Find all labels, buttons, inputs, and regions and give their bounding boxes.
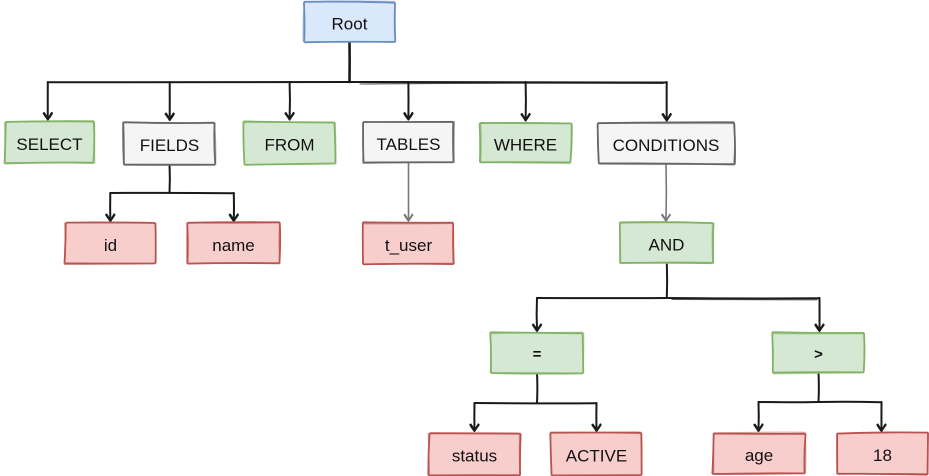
svg-text:>: >	[814, 346, 823, 363]
svg-text:age: age	[745, 446, 773, 465]
svg-text:id: id	[104, 236, 117, 255]
svg-text:TABLES: TABLES	[377, 135, 441, 154]
svg-text:CONDITIONS: CONDITIONS	[613, 136, 720, 155]
svg-text:=: =	[533, 346, 542, 363]
svg-text:t_user: t_user	[385, 236, 433, 255]
svg-text:FROM: FROM	[264, 135, 314, 154]
svg-text:AND: AND	[649, 235, 685, 254]
svg-text:status: status	[452, 446, 497, 465]
svg-text:SELECT: SELECT	[16, 135, 82, 154]
svg-text:FIELDS: FIELDS	[140, 136, 200, 155]
svg-text:Root: Root	[332, 14, 368, 33]
svg-text:WHERE: WHERE	[494, 135, 557, 154]
svg-text:18: 18	[873, 446, 892, 465]
svg-text:ACTIVE: ACTIVE	[566, 446, 627, 465]
svg-text:name: name	[212, 236, 255, 255]
